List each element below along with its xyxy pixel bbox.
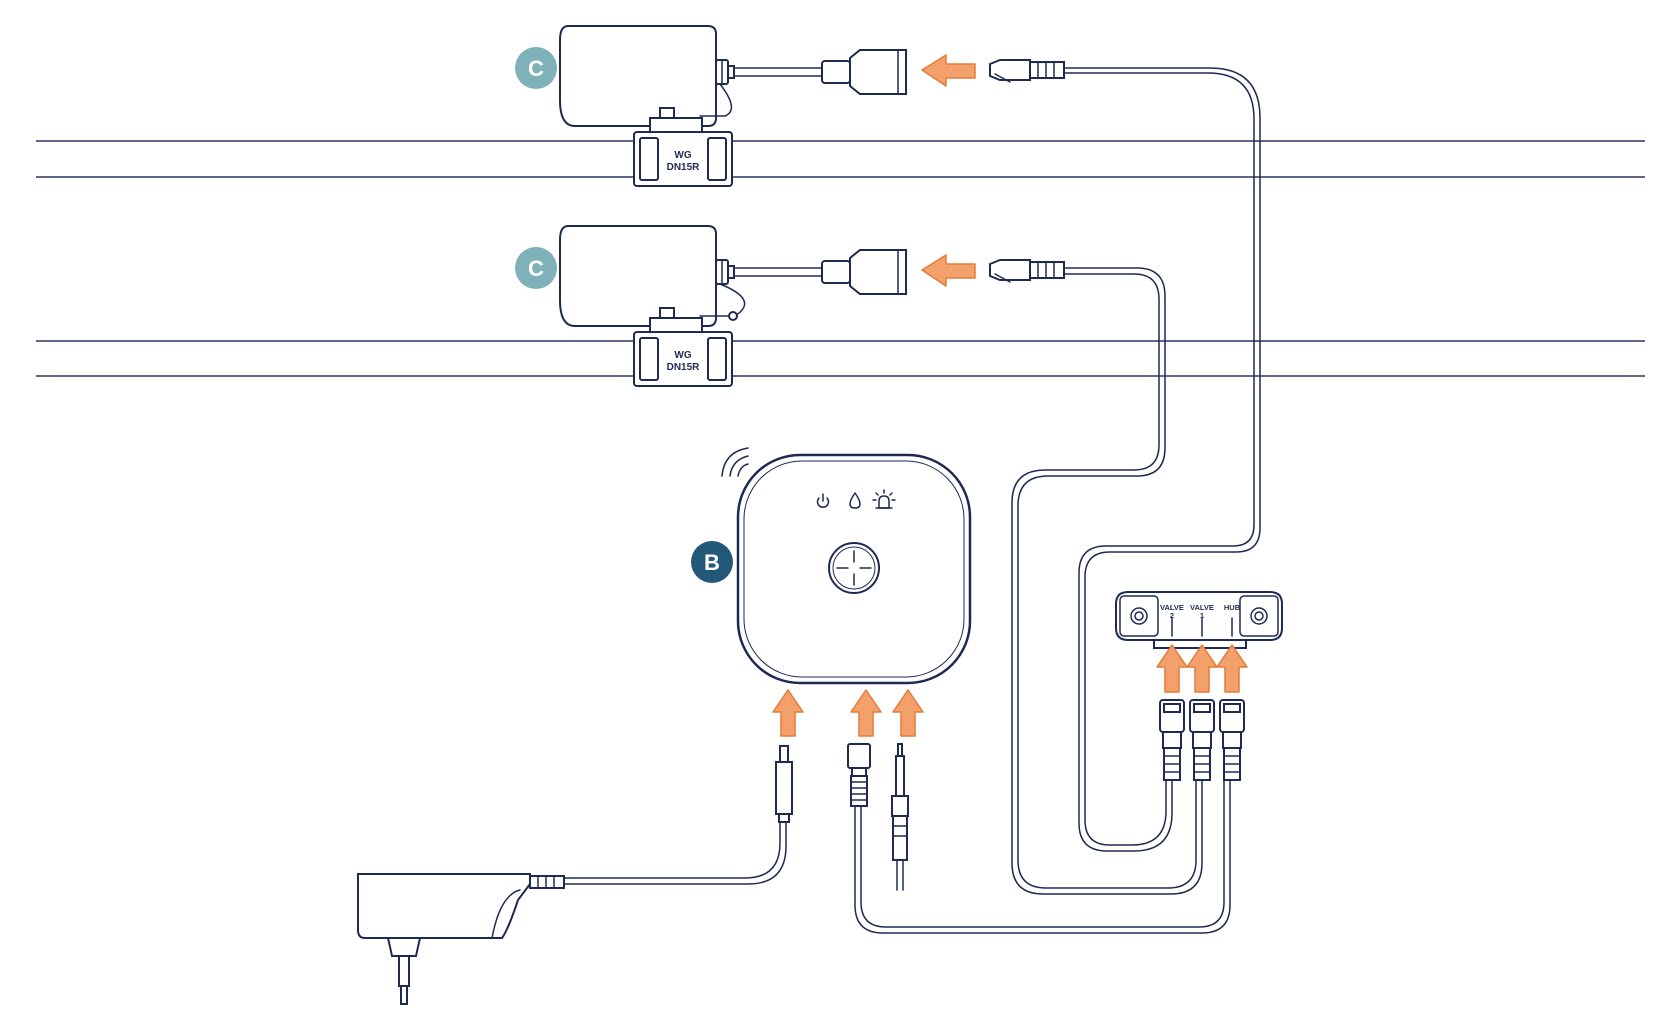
lower-pipe: [36, 340, 1645, 377]
splitter-port-valve-2: VALVE 2: [1160, 603, 1184, 620]
arrow-hub-cable: [850, 689, 882, 737]
valve-top-connector-female: [821, 49, 907, 95]
valve-top-label-text: C: [528, 56, 544, 81]
arrow-splitter-valve-1: [1186, 644, 1218, 693]
arrow-splitter-valve-2: [1156, 644, 1188, 693]
valve-actuator-top: WG DN15R: [559, 25, 823, 187]
splitter-plug-valve-1: [1189, 699, 1215, 781]
splitter-port-hub-text: HUB: [1224, 603, 1241, 612]
arrow-hub-power: [772, 689, 804, 737]
valve-bottom-body-text-1: WG: [674, 350, 691, 361]
splitter-port-valve-1: VALVE 1: [1190, 603, 1214, 620]
valve-bottom-label: C: [515, 247, 557, 289]
splitter-plug-valve-2: [1159, 699, 1185, 781]
valve-top-label: C: [515, 47, 557, 89]
valve-bottom-label-text: C: [528, 256, 544, 281]
power-icon: [816, 493, 830, 509]
splitter-box: [1115, 591, 1283, 649]
splitter-port-hub: HUB: [1224, 603, 1241, 612]
wifi-icon: [721, 447, 749, 477]
power-adapter: [357, 873, 565, 1005]
sensor-jack-plug: [891, 743, 909, 861]
arrow-valve-top: [921, 54, 976, 87]
hub-label: B: [691, 541, 733, 583]
splitter-port-valve-2-number: 2: [1170, 611, 1174, 620]
hub-label-text: B: [704, 550, 720, 575]
cable-power: [563, 807, 787, 885]
arrow-hub-sensor: [892, 689, 924, 737]
valve-top-body-text-1: WG: [674, 150, 691, 161]
upper-pipe: [36, 140, 1645, 178]
valve-top-plug-male: [989, 59, 1065, 83]
splitter-port-valve-1-number: 1: [1200, 611, 1204, 620]
arrow-splitter-hub: [1216, 644, 1248, 693]
hub-cable-plug: [847, 743, 871, 807]
cable-sensor: [896, 859, 904, 891]
valve-actuator-bottom: WG DN15R: [559, 225, 823, 387]
alarm-icon: [872, 489, 896, 509]
cable-hub-splitter: [854, 779, 1231, 934]
valve-top-body-text-2: DN15R: [667, 162, 701, 173]
arrow-valve-bottom: [921, 254, 976, 287]
valve-bottom-connector-female: [821, 249, 907, 295]
valve-bottom-body-text-2: DN15R: [667, 362, 701, 373]
splitter-port-valve-2-text: VALVE: [1160, 603, 1184, 612]
cable-valve-top: [1061, 67, 1261, 852]
splitter-plug-hub: [1219, 699, 1245, 781]
splitter-port-valve-1-text: VALVE: [1190, 603, 1214, 612]
valve-bottom-plug-male: [989, 259, 1065, 283]
power-dc-plug: [775, 745, 793, 823]
cable-valve-bottom: [1011, 267, 1203, 895]
plus-button-icon[interactable]: [828, 542, 880, 594]
water-drop-icon: [849, 492, 861, 509]
